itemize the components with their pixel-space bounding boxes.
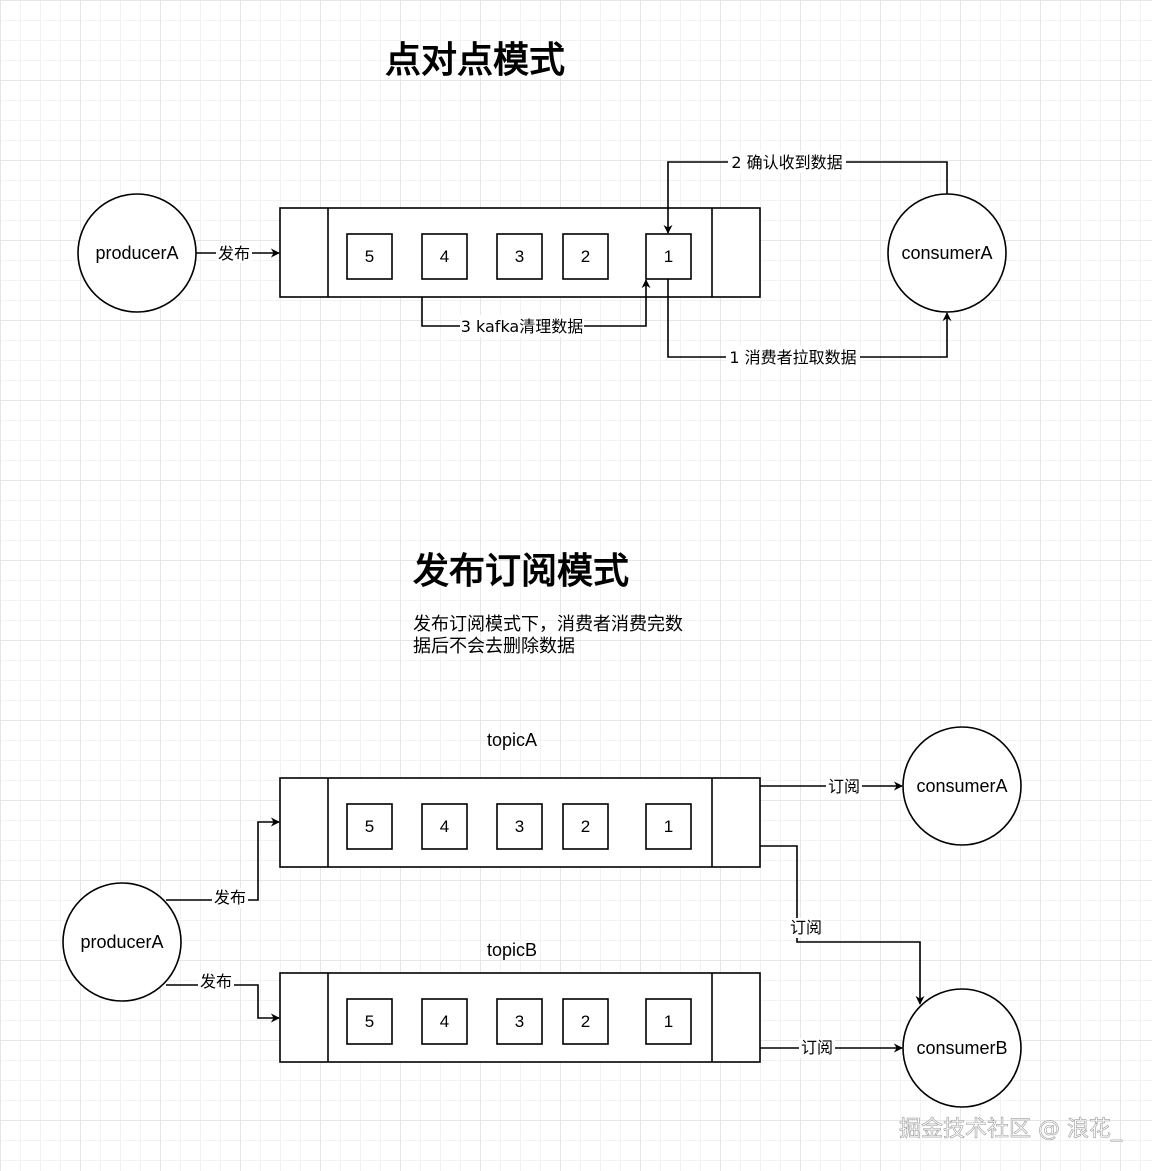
queue-cell [346,803,393,850]
queue-cell-label: 2 [581,1012,590,1031]
p2p-confirm-label: 2 确认收到数据 [731,153,842,172]
queue-cell [645,998,692,1045]
queue-cell [421,803,468,850]
queue-cell-label: 3 [515,1012,524,1031]
subscribe-a-to-consumer-b-arrow [760,845,925,1005]
queue-cell-label: 5 [365,817,374,836]
subscribe-b-to-consumer-b-label: 订阅 [801,1038,833,1057]
p2p-consumer-label: consumerA [901,243,992,263]
pubsub-note-line-1: 发布订阅模式下，消费者消费完数 [413,614,683,635]
subscribe-a-to-consumer-b-label: 订阅 [790,918,822,937]
queue-cell-label: 1 [664,817,673,836]
topic-a-cells: 5 4 3 2 1 [346,803,692,850]
queue-cell-label: 1 [664,1012,673,1031]
queue-cell [496,803,543,850]
queue-cell-label: 3 [515,247,524,266]
queue-cell-label: 4 [440,1012,449,1031]
p2p-publish-label: 发布 [218,244,250,263]
queue-cell-label: 1 [664,247,673,266]
queue-cell [346,998,393,1045]
queue-cell [562,998,609,1045]
queue-cell [496,233,543,280]
publish-topic-a-label: 发布 [214,888,246,907]
queue-cell-label: 2 [581,817,590,836]
queue-cell-label: 4 [440,817,449,836]
queue-cell [346,233,393,280]
pubsub-consumer-a-node [902,726,1022,846]
queue-cell-label: 5 [365,1012,374,1031]
publish-topic-b-label: 发布 [200,972,232,991]
topic-b-cells: 5 4 3 2 1 [346,998,692,1045]
p2p-clean-label: 3 kafka清理数据 [461,317,583,336]
p2p-queue-cells: 5 4 3 2 1 [346,233,692,280]
subscribe-a-to-consumer-a-label: 订阅 [828,777,860,796]
queue-cell-label: 3 [515,817,524,836]
pubsub-note-line-2: 据后不会去删除数据 [413,636,575,657]
pubsub-consumer-a-label: consumerA [916,776,1007,796]
queue-cell-label: 5 [365,247,374,266]
pubsub-producer-node [62,882,182,1002]
p2p-title: 点对点模式 [385,40,565,81]
pubsub-consumer-b-label: consumerB [916,1038,1007,1058]
p2p-pull-label: 1 消费者拉取数据 [729,348,856,367]
queue-cell [562,803,609,850]
queue-cell [421,998,468,1045]
queue-cell-label: 2 [581,247,590,266]
queue-cell [645,803,692,850]
queue-cell [496,998,543,1045]
topic-a-label: topicA [487,730,537,750]
topic-b-label: topicB [487,940,537,960]
queue-cell-label: 4 [440,247,449,266]
queue-cell [421,233,468,280]
pubsub-title: 发布订阅模式 [413,551,629,592]
p2p-producer-label: producerA [95,243,178,263]
watermark: 掘金技术社区 @ 浪花_ [899,1117,1123,1142]
pubsub-consumer-b-node [902,988,1022,1108]
pubsub-producer-label: producerA [80,932,163,952]
queue-cell [562,233,609,280]
